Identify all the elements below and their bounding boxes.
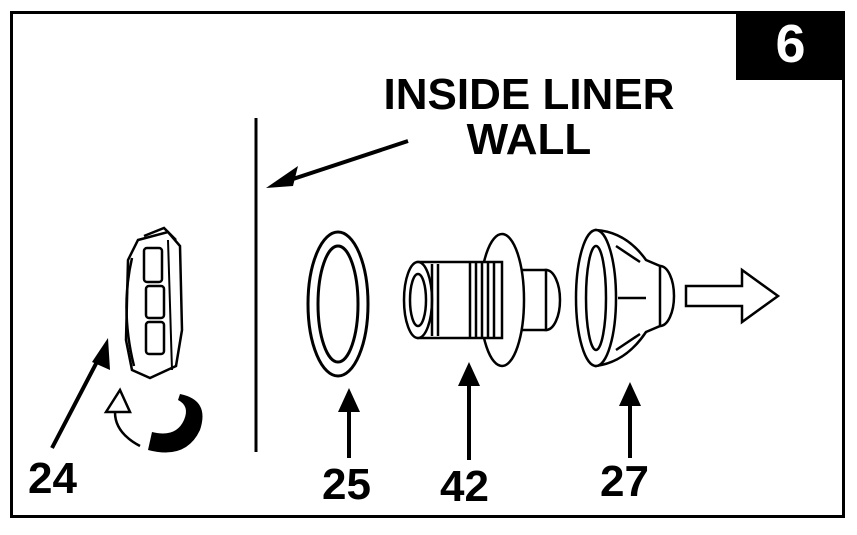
step-number: 6 bbox=[775, 14, 806, 74]
part-42-threaded-fitting bbox=[402, 232, 562, 368]
part-label-42: 42 bbox=[440, 462, 489, 511]
part-24-nut bbox=[124, 226, 184, 380]
part-27-jet-nozzle bbox=[574, 228, 676, 368]
wall-pointer-arrow bbox=[266, 139, 409, 188]
direction-arrow-icon bbox=[684, 267, 781, 325]
part-label-24: 24 bbox=[28, 454, 77, 503]
part-25-gasket bbox=[306, 230, 370, 378]
step-number-badge bbox=[736, 11, 845, 80]
title-line-2: WALL bbox=[466, 115, 592, 164]
title-line-1: INSIDE LINER bbox=[383, 70, 675, 119]
part-label-27: 27 bbox=[600, 457, 649, 506]
diagram-frame bbox=[10, 11, 845, 518]
part-label-25: 25 bbox=[322, 460, 371, 509]
callout-arrow-24 bbox=[50, 355, 102, 449]
rotation-arrow-icon bbox=[103, 387, 203, 453]
